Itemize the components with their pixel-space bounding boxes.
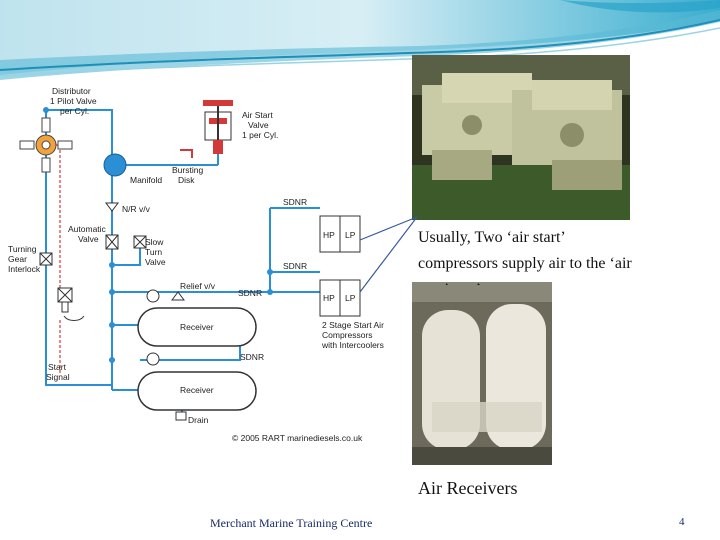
sdnr-label-4: SDNR	[240, 352, 264, 362]
turning-gear-label-3: Interlock	[8, 264, 41, 274]
turning-gear-label-1: Turning	[8, 244, 37, 254]
receiver-upper-symbol	[137, 307, 257, 347]
compressors-label-3: with Intercoolers	[321, 340, 384, 350]
slow-turn-label-1: Slow	[145, 237, 164, 247]
non-return-valve-symbol	[105, 202, 119, 212]
distributor-symbol	[19, 117, 73, 173]
sdnr-label-3: SDNR	[238, 288, 262, 298]
drain-valve-symbol	[175, 411, 187, 421]
sdnr-label-2: SDNR	[283, 261, 307, 271]
hp-label-2: HP	[323, 293, 335, 303]
automatic-valve-label-2: Valve	[78, 234, 99, 244]
distributor-label-1: Distributor	[52, 86, 91, 96]
lp-label-1: LP	[345, 230, 356, 240]
compressor-caption: Usually, Two ‘air start’ compressors sup…	[418, 225, 718, 285]
distributor-label-2: 1 Pilot Valve	[50, 96, 97, 106]
footer-organization: Merchant Marine Training Centre	[210, 516, 373, 530]
drain-label: Drain	[188, 415, 209, 425]
air-start-valve-label-2: Valve	[248, 120, 269, 130]
relief-valve-symbol	[171, 291, 185, 301]
compressors-label-2: Compressors	[322, 330, 373, 340]
manifold-symbol	[103, 153, 127, 177]
relief-valve-label: Relief v/v	[180, 281, 216, 291]
compressor-caption-line-2: compressors supply air to the ‘air	[418, 255, 632, 272]
start-signal-label-1: Start	[48, 362, 67, 372]
callout-lines	[359, 216, 418, 293]
receiver-upper-label: Receiver	[180, 322, 214, 332]
hp-label-1: HP	[323, 230, 335, 240]
bursting-disk-label-2: Disk	[178, 175, 195, 185]
air-receivers-photo	[412, 282, 552, 465]
receiver-lower-symbol	[137, 371, 257, 411]
distributor-label-3: per Cyl.	[60, 106, 89, 116]
slow-turn-label-2: Turn	[145, 247, 162, 257]
air-receivers-title: Air Receivers	[418, 478, 518, 498]
start-signal-solenoid-symbol	[57, 287, 85, 321]
sdnr-label-1: SDNR	[283, 197, 307, 207]
air-start-system-diagram: Distributor 1 Pilot Valve per Cyl. Air S…	[0, 80, 400, 455]
compressor-caption-line-3: receivers’	[418, 277, 718, 285]
pressure-gauge-icon	[146, 289, 160, 303]
bursting-disk-symbol	[180, 149, 193, 158]
bursting-disk-label-1: Bursting	[172, 165, 203, 175]
air-start-valve-symbol	[203, 100, 233, 154]
pressure-gauge-icon	[146, 352, 160, 366]
air-start-valve-label-3: 1 per Cyl.	[242, 130, 278, 140]
compressors-label-1: 2 Stage Start Air	[322, 320, 384, 330]
manifold-label: Manifold	[130, 175, 162, 185]
compressor-caption-line-1: Usually, Two ‘air start’	[418, 229, 566, 246]
compressor-lower-symbol	[319, 279, 361, 317]
receiver-lower-label: Receiver	[180, 385, 214, 395]
start-signal-label-2: Signal	[46, 372, 70, 382]
lp-label-2: LP	[345, 293, 356, 303]
air-start-valve-label-1: Air Start	[242, 110, 273, 120]
automatic-valve-label-1: Automatic	[68, 224, 107, 234]
copyright-label: © 2005 RART marinediesels.co.uk	[232, 433, 363, 443]
compressor-upper-symbol	[319, 215, 361, 253]
slow-turn-label-3: Valve	[145, 257, 166, 267]
compressor-photo	[412, 55, 630, 220]
page-number: 4	[679, 516, 685, 528]
turning-gear-label-2: Gear	[8, 254, 27, 264]
nr-valve-label: N/R v/v	[122, 204, 151, 214]
